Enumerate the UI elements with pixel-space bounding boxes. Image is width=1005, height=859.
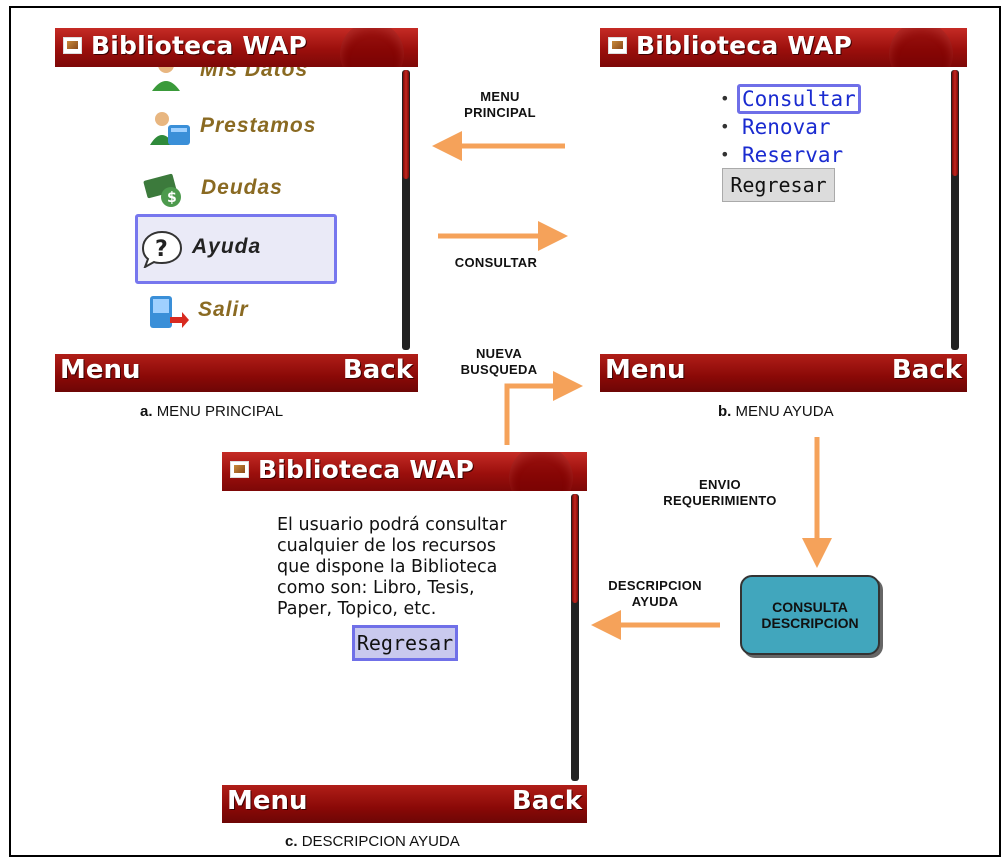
menu-item-salir[interactable]: Salir xyxy=(146,287,356,337)
option-list: •Consultar •Renovar •Reservar xyxy=(718,84,861,169)
app-icon xyxy=(608,37,627,54)
menu-item-prestamos[interactable]: Prestamos xyxy=(148,103,358,153)
caption-menu-ayuda: b. MENU AYUDA xyxy=(718,403,834,420)
softkey-bar: Menu Back xyxy=(222,785,587,823)
money-icon: $ xyxy=(143,173,181,207)
svg-text:?: ? xyxy=(155,237,168,262)
option-reservar[interactable]: •Reservar xyxy=(720,143,844,167)
help-menu: •Consultar •Renovar •Reservar Regresar xyxy=(600,67,967,354)
scrollbar[interactable] xyxy=(571,494,579,781)
phone-menu-ayuda: Biblioteca WAP •Consultar •Renovar •Rese… xyxy=(600,28,967,392)
scroll-thumb[interactable] xyxy=(403,70,409,180)
option-renovar[interactable]: •Renovar xyxy=(720,115,831,139)
exit-icon xyxy=(150,296,189,328)
caption-menu-principal: a. MENU PRINCIPAL xyxy=(140,403,284,420)
scroll-thumb[interactable] xyxy=(572,494,578,604)
softkey-menu[interactable]: Menu xyxy=(605,355,686,385)
app-title: Biblioteca WAP xyxy=(91,31,308,60)
softkey-back[interactable]: Back xyxy=(342,355,413,385)
arrow-nueva-busqueda xyxy=(504,371,583,445)
softkey-menu[interactable]: Menu xyxy=(60,355,141,385)
menu-item-ayuda[interactable]: ? Ayuda xyxy=(140,224,350,274)
label-descripcion-ayuda: DESCRIPCION AYUDA xyxy=(608,578,702,609)
menu-item-mis-datos[interactable]: Mis Datos xyxy=(148,67,358,97)
softkey-menu[interactable]: Menu xyxy=(227,786,308,816)
softkey-back[interactable]: Back xyxy=(891,355,962,385)
description-panel: El usuario podrá consultar cualquier de … xyxy=(222,491,587,785)
option-consultar[interactable]: •Consultar xyxy=(718,84,861,114)
label-nueva-busqueda: NUEVA BUSQUEDA xyxy=(460,346,538,377)
title-bar: Biblioteca WAP xyxy=(222,452,587,491)
title-bar: Biblioteca WAP xyxy=(55,28,418,67)
titlebar-decoration xyxy=(509,452,573,491)
user-icon xyxy=(152,67,180,91)
app-title: Biblioteca WAP xyxy=(636,31,853,60)
app-title: Biblioteca WAP xyxy=(258,455,475,484)
label-consultar: CONSULTAR xyxy=(454,255,538,270)
phone-menu-principal: Biblioteca WAP Mis Datos Prestamos xyxy=(55,28,418,392)
title-bar: Biblioteca WAP xyxy=(600,28,967,67)
softkey-back[interactable]: Back xyxy=(511,786,582,816)
regresar-button[interactable]: Regresar xyxy=(352,625,458,661)
bullet: • xyxy=(720,89,730,108)
app-icon xyxy=(63,37,82,54)
phone-descripcion-ayuda: Biblioteca WAP El usuario podrá consulta… xyxy=(222,452,587,823)
menu-item-deudas[interactable]: $ Deudas xyxy=(141,165,351,215)
process-consulta-descripcion: CONSULTA DESCRIPCION xyxy=(740,575,880,655)
scroll-thumb[interactable] xyxy=(952,70,958,177)
help-bubble-icon: ? xyxy=(141,230,183,268)
bullet: • xyxy=(720,145,730,164)
titlebar-decoration xyxy=(889,28,953,67)
caption-descripcion-ayuda: c. DESCRIPCION AYUDA xyxy=(285,833,460,850)
titlebar-decoration xyxy=(340,28,404,67)
regresar-button[interactable]: Regresar xyxy=(722,168,835,202)
app-icon xyxy=(230,461,249,478)
description-text: El usuario podrá consultar cualquier de … xyxy=(277,515,507,619)
label-menu-principal: MENU PRINCIPAL xyxy=(464,89,536,120)
scrollbar[interactable] xyxy=(402,70,410,350)
user-books-icon xyxy=(150,112,190,145)
scrollbar[interactable] xyxy=(951,70,959,350)
menu-list: Mis Datos Prestamos $ Deudas ? xyxy=(55,67,418,354)
svg-text:$: $ xyxy=(167,190,177,206)
diagram-frame xyxy=(9,6,1001,857)
bullet: • xyxy=(720,117,730,136)
label-envio-requerimiento: ENVIO REQUERIMIENTO xyxy=(663,477,777,508)
softkey-bar: Menu Back xyxy=(55,354,418,392)
softkey-bar: Menu Back xyxy=(600,354,967,392)
